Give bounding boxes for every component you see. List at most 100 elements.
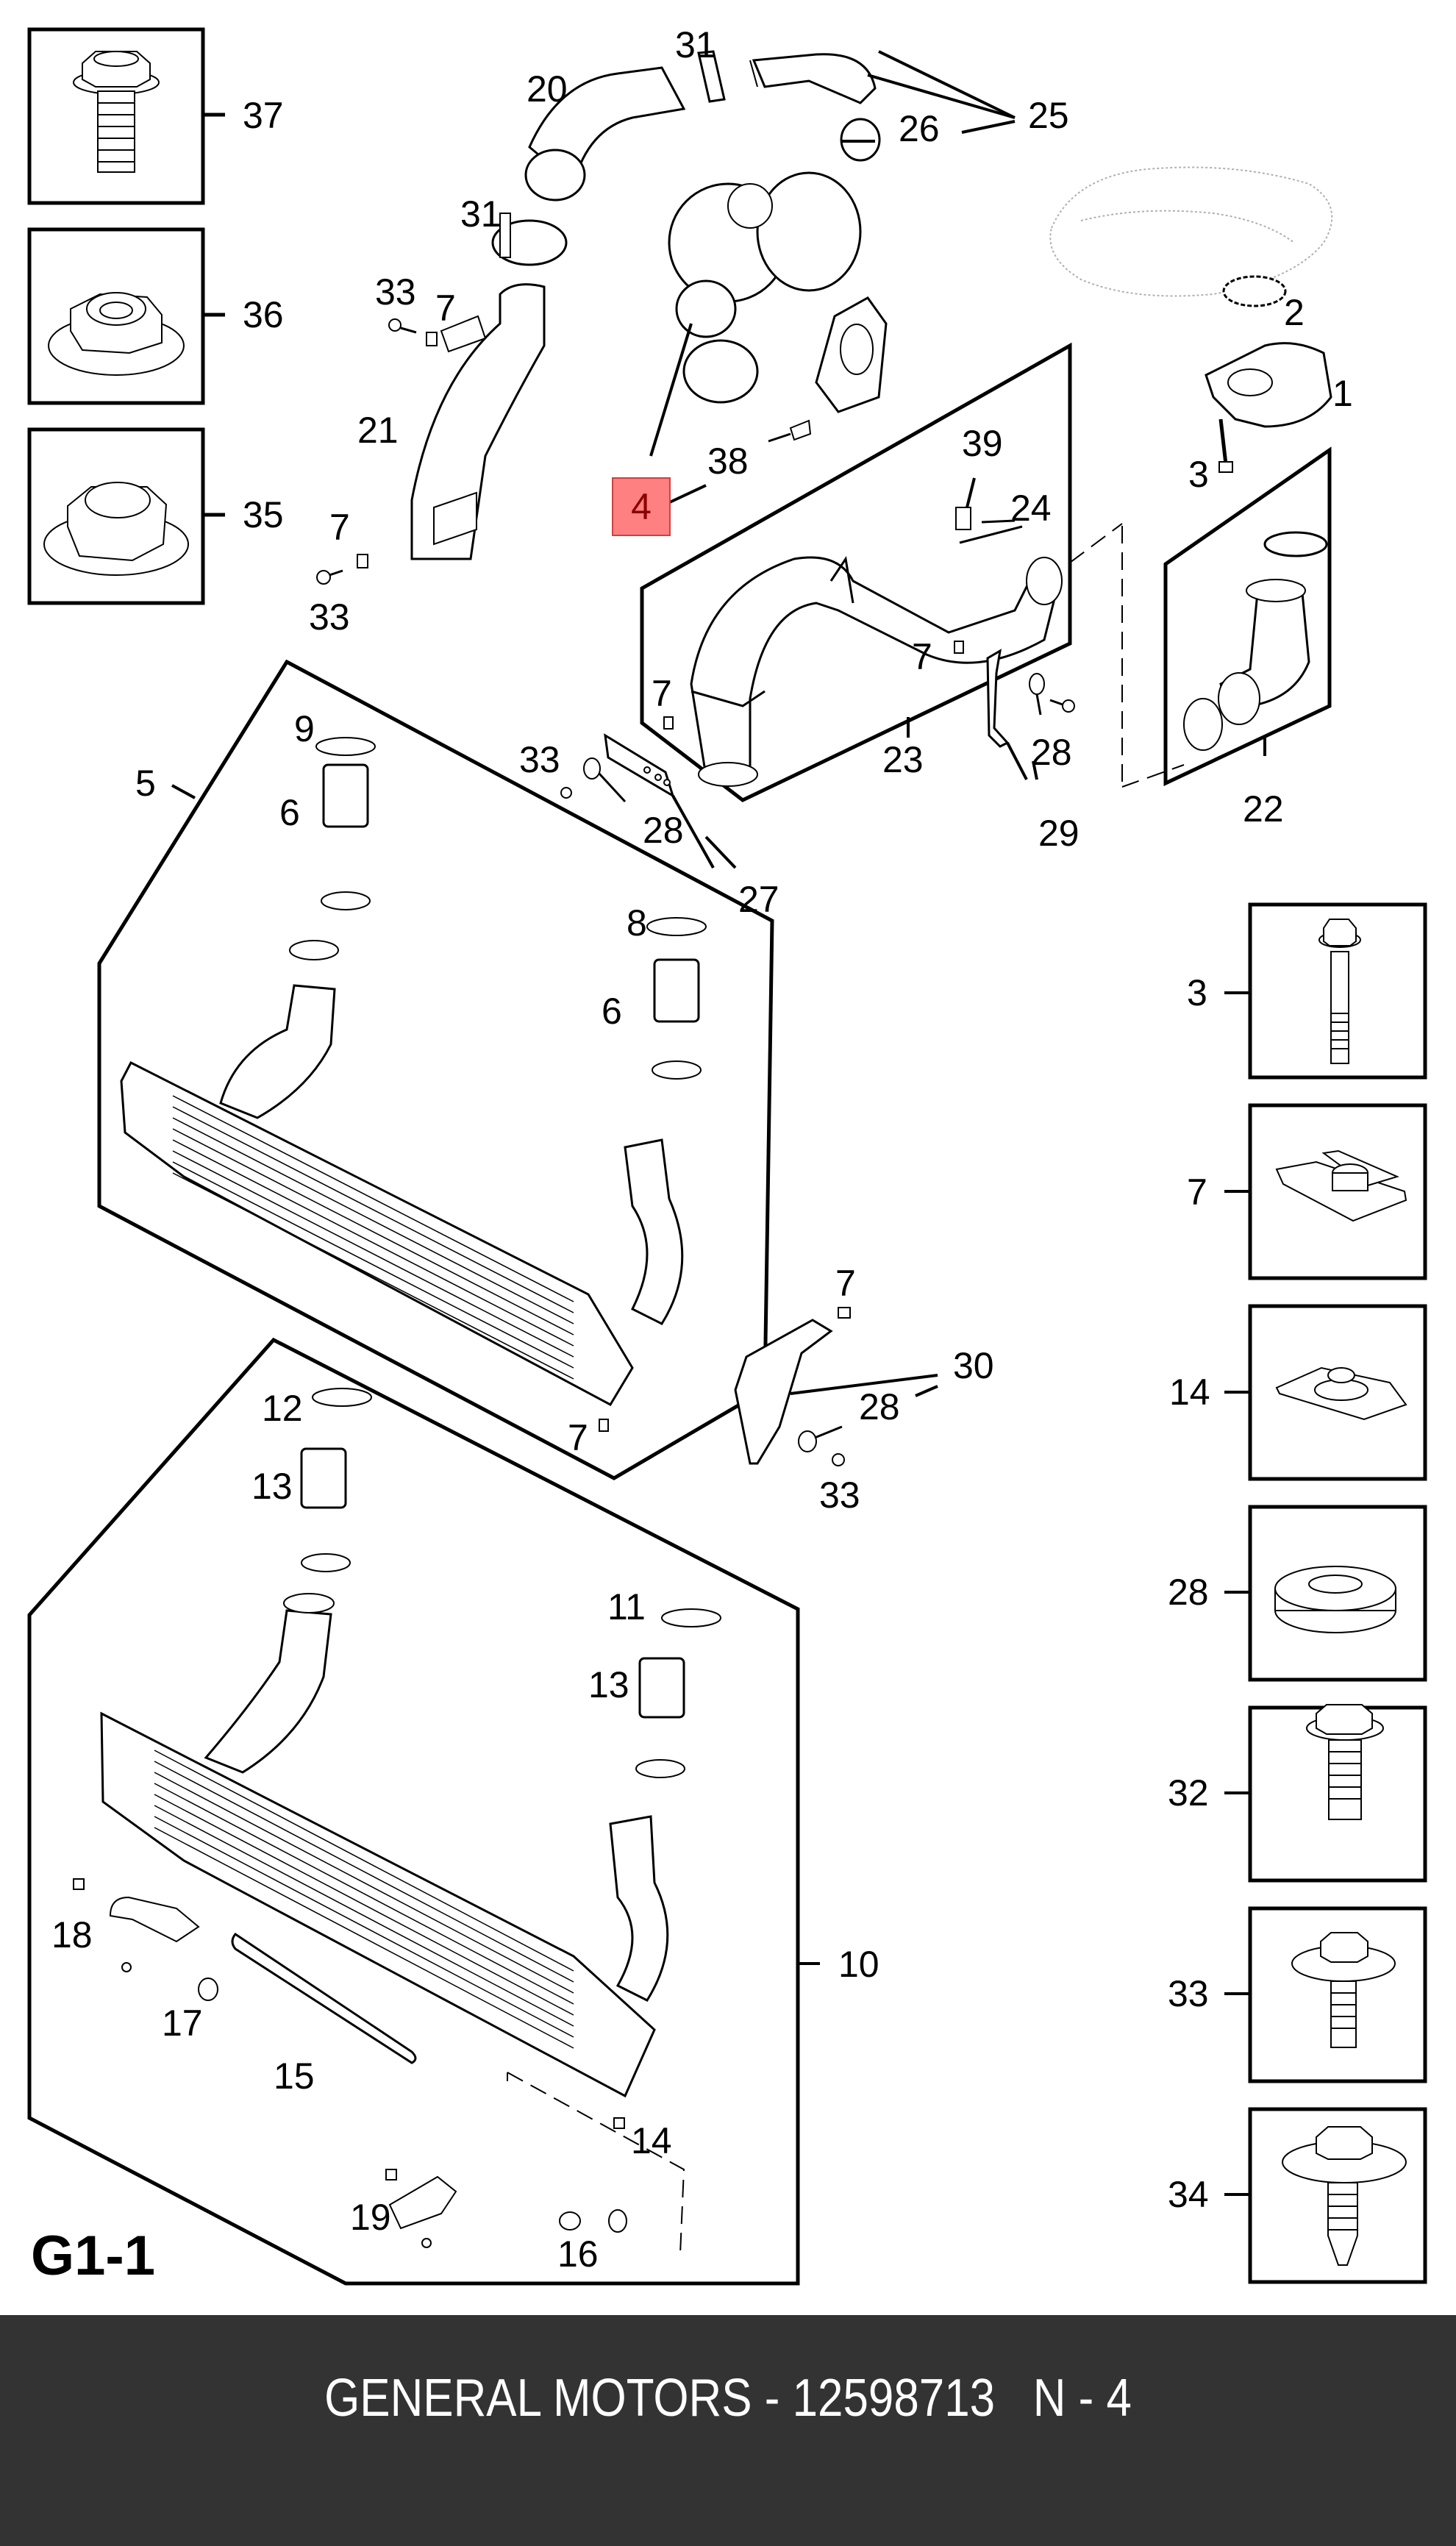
callout-33-c: 33 [519,739,560,780]
callout-legend-28: 28 [1168,1572,1209,1613]
callout-7-f: 7 [568,1417,588,1458]
clamp-31-left [491,213,568,266]
washer-bolt-tapered-icon [1282,2126,1407,2266]
u-clip-nut-icon [1275,1149,1407,1222]
seal-ring-2 [1222,275,1287,307]
parts-diagram: 37 36 35 3 7 14 28 32 33 34 31 20 25 26 … [27,24,1427,2287]
callout-18: 18 [51,1914,93,1955]
callout-9: 9 [294,708,315,749]
legend-box-3 [1224,902,1427,1080]
callout-7-b: 7 [329,507,350,548]
callout-6-right: 6 [602,991,622,1032]
callout-28-a: 28 [643,810,684,851]
callout-legend-33: 33 [1168,1973,1209,2014]
legend-box-7 [1224,1103,1427,1280]
flange-nut-large-icon [43,482,189,576]
callout-11: 11 [607,1586,646,1627]
callout-legend-14: 14 [1169,1372,1210,1413]
legend-box-33 [1224,1906,1427,2083]
diagram-artwork [27,27,1427,2286]
callout-5: 5 [135,763,156,804]
callout-37: 37 [243,95,284,136]
callout-7-c: 7 [912,636,932,677]
callout-1: 1 [1332,373,1353,414]
callout-29: 29 [1038,813,1079,854]
bracket-30 [734,1307,938,1466]
callout-10: 10 [838,1944,879,1985]
callout-legend-7: 7 [1187,1172,1207,1213]
callout-14: 14 [631,2120,672,2161]
callout-33-a: 33 [375,271,416,313]
legend-box-36 [27,227,225,405]
callout-33-d: 33 [819,1475,860,1516]
washer-bolt-icon [1291,1932,1396,2048]
callout-24: 24 [1010,488,1052,529]
footer-bar: GENERAL MOTORS - 12598713 N - 4 [0,2315,1456,2546]
callout-28-c: 28 [1031,732,1072,773]
callout-26: 26 [899,108,940,149]
callout-legend-3: 3 [1187,972,1207,1013]
flange-bolt-long-icon [1318,919,1361,1064]
callout-2: 2 [1284,292,1305,333]
group-box-5 [97,659,774,1480]
callout-36: 36 [243,294,284,335]
flange-bolt-short-icon [73,51,160,173]
callout-3-top: 3 [1188,454,1209,495]
throttle-body-1 [1205,342,1332,428]
bracket-38 [768,419,812,443]
callout-27: 27 [738,879,779,920]
callout-12: 12 [262,1388,303,1429]
footer-part-label: GENERAL MOTORS - 12598713 N - 4 [324,2369,1132,2428]
callout-7-a: 7 [435,288,456,329]
callout-25: 25 [1028,95,1069,136]
flange-nut-icon [48,292,185,376]
grommet-icon [1274,1566,1396,1633]
callout-38: 38 [707,441,749,482]
group-box-23 [640,342,1072,802]
callout-35: 35 [243,494,284,535]
turbocharger-4 [649,171,888,457]
callout-8: 8 [627,902,647,944]
flange-bolt-icon [1306,1704,1384,1820]
callout-31-top: 31 [675,24,716,65]
callout-16: 16 [557,2233,599,2275]
callout-31-left: 31 [460,193,502,235]
callout-15: 15 [274,2055,315,2097]
clip-nut-flat-icon [1275,1366,1407,1421]
callout-20: 20 [527,68,568,110]
callout-legend-32: 32 [1168,1772,1209,1814]
group-box-22 [1163,446,1332,786]
legend-box-37 [27,27,225,205]
hose-20 [524,66,686,202]
legend-box-32 [1224,1704,1427,1883]
bracket-27 [560,733,737,869]
outlet-pipe-25 [749,53,881,162]
callout-19: 19 [350,2197,391,2238]
legend-box-35 [27,427,225,605]
callout-7-e: 7 [835,1263,856,1304]
callout-13-left: 13 [251,1466,293,1507]
callout-7-d: 7 [652,673,672,714]
legend-box-14 [1224,1304,1427,1481]
callout-23: 23 [882,739,924,780]
small-fasteners-top-left [316,318,438,585]
callout-legend-34: 34 [1168,2174,1209,2215]
callout-4-highlighted[interactable]: 4 [612,477,671,536]
callout-33-b: 33 [309,596,350,638]
callout-6-left: 6 [279,792,300,833]
callout-39: 39 [962,423,1003,464]
callout-13-right: 13 [588,1664,629,1705]
sensor-24 [955,477,1023,544]
callout-28-b: 28 [859,1386,900,1427]
callout-22: 22 [1243,788,1284,830]
legend-box-34 [1224,2107,1427,2284]
clamp-31-top [697,50,726,103]
callout-21: 21 [357,410,399,451]
callout-17: 17 [162,2003,203,2044]
bracket-29 [986,649,1075,780]
legend-box-28 [1224,1505,1427,1682]
figure-id: G1-1 [31,2225,155,2287]
hose-21 [410,283,546,560]
intake-manifold-ghost [1049,166,1333,297]
callout-30: 30 [953,1345,994,1386]
